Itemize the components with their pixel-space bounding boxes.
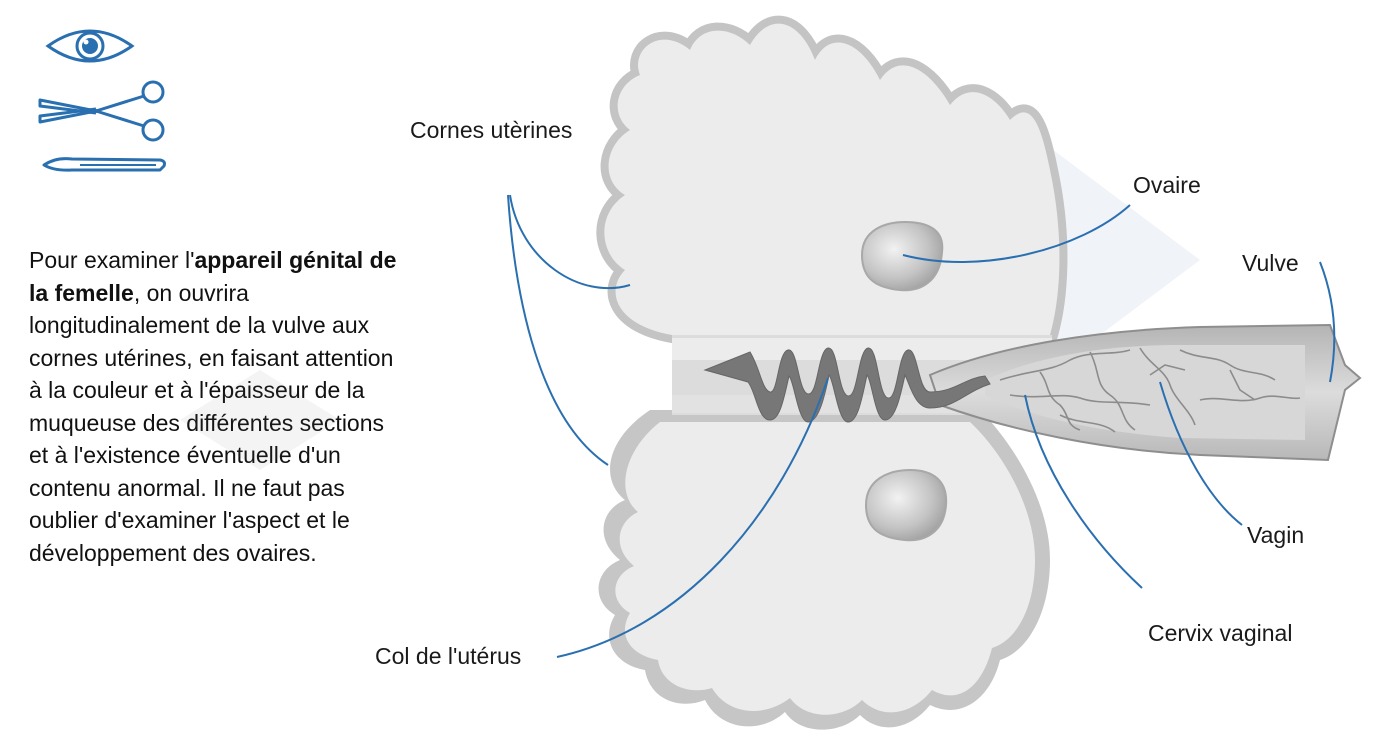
scissors-icon bbox=[38, 80, 165, 142]
leader-cervix bbox=[1024, 394, 1143, 589]
leader-vagin bbox=[1159, 381, 1243, 526]
scalpel-icon bbox=[42, 157, 166, 172]
label-cervix-vaginal: Cervix vaginal bbox=[1148, 620, 1293, 646]
vaginal-folds bbox=[999, 347, 1301, 433]
label-col-uterus: Col de l'utérus bbox=[375, 643, 522, 669]
ovary-lower bbox=[864, 468, 948, 542]
description-text: Pour examiner l'appareil génital de la f… bbox=[29, 247, 397, 566]
leader-col bbox=[556, 377, 829, 658]
leader-vulve bbox=[1319, 261, 1336, 383]
label-vulve: Vulve bbox=[1242, 250, 1299, 276]
ovary-upper bbox=[860, 220, 944, 292]
description-bold: appareil génital de la femelle bbox=[29, 247, 397, 306]
label-cornes-uterines: Cornes utèrines bbox=[410, 117, 573, 143]
leader-cornes-upper bbox=[509, 194, 631, 290]
leader-cornes-lower bbox=[507, 194, 609, 466]
leader-lines bbox=[507, 194, 1336, 658]
eye-icon bbox=[45, 29, 135, 63]
label-ovaire: Ovaire bbox=[1133, 172, 1201, 198]
cervix-folds bbox=[703, 347, 991, 423]
label-vagin: Vagin bbox=[1247, 522, 1305, 548]
leader-ovaire bbox=[902, 204, 1131, 263]
